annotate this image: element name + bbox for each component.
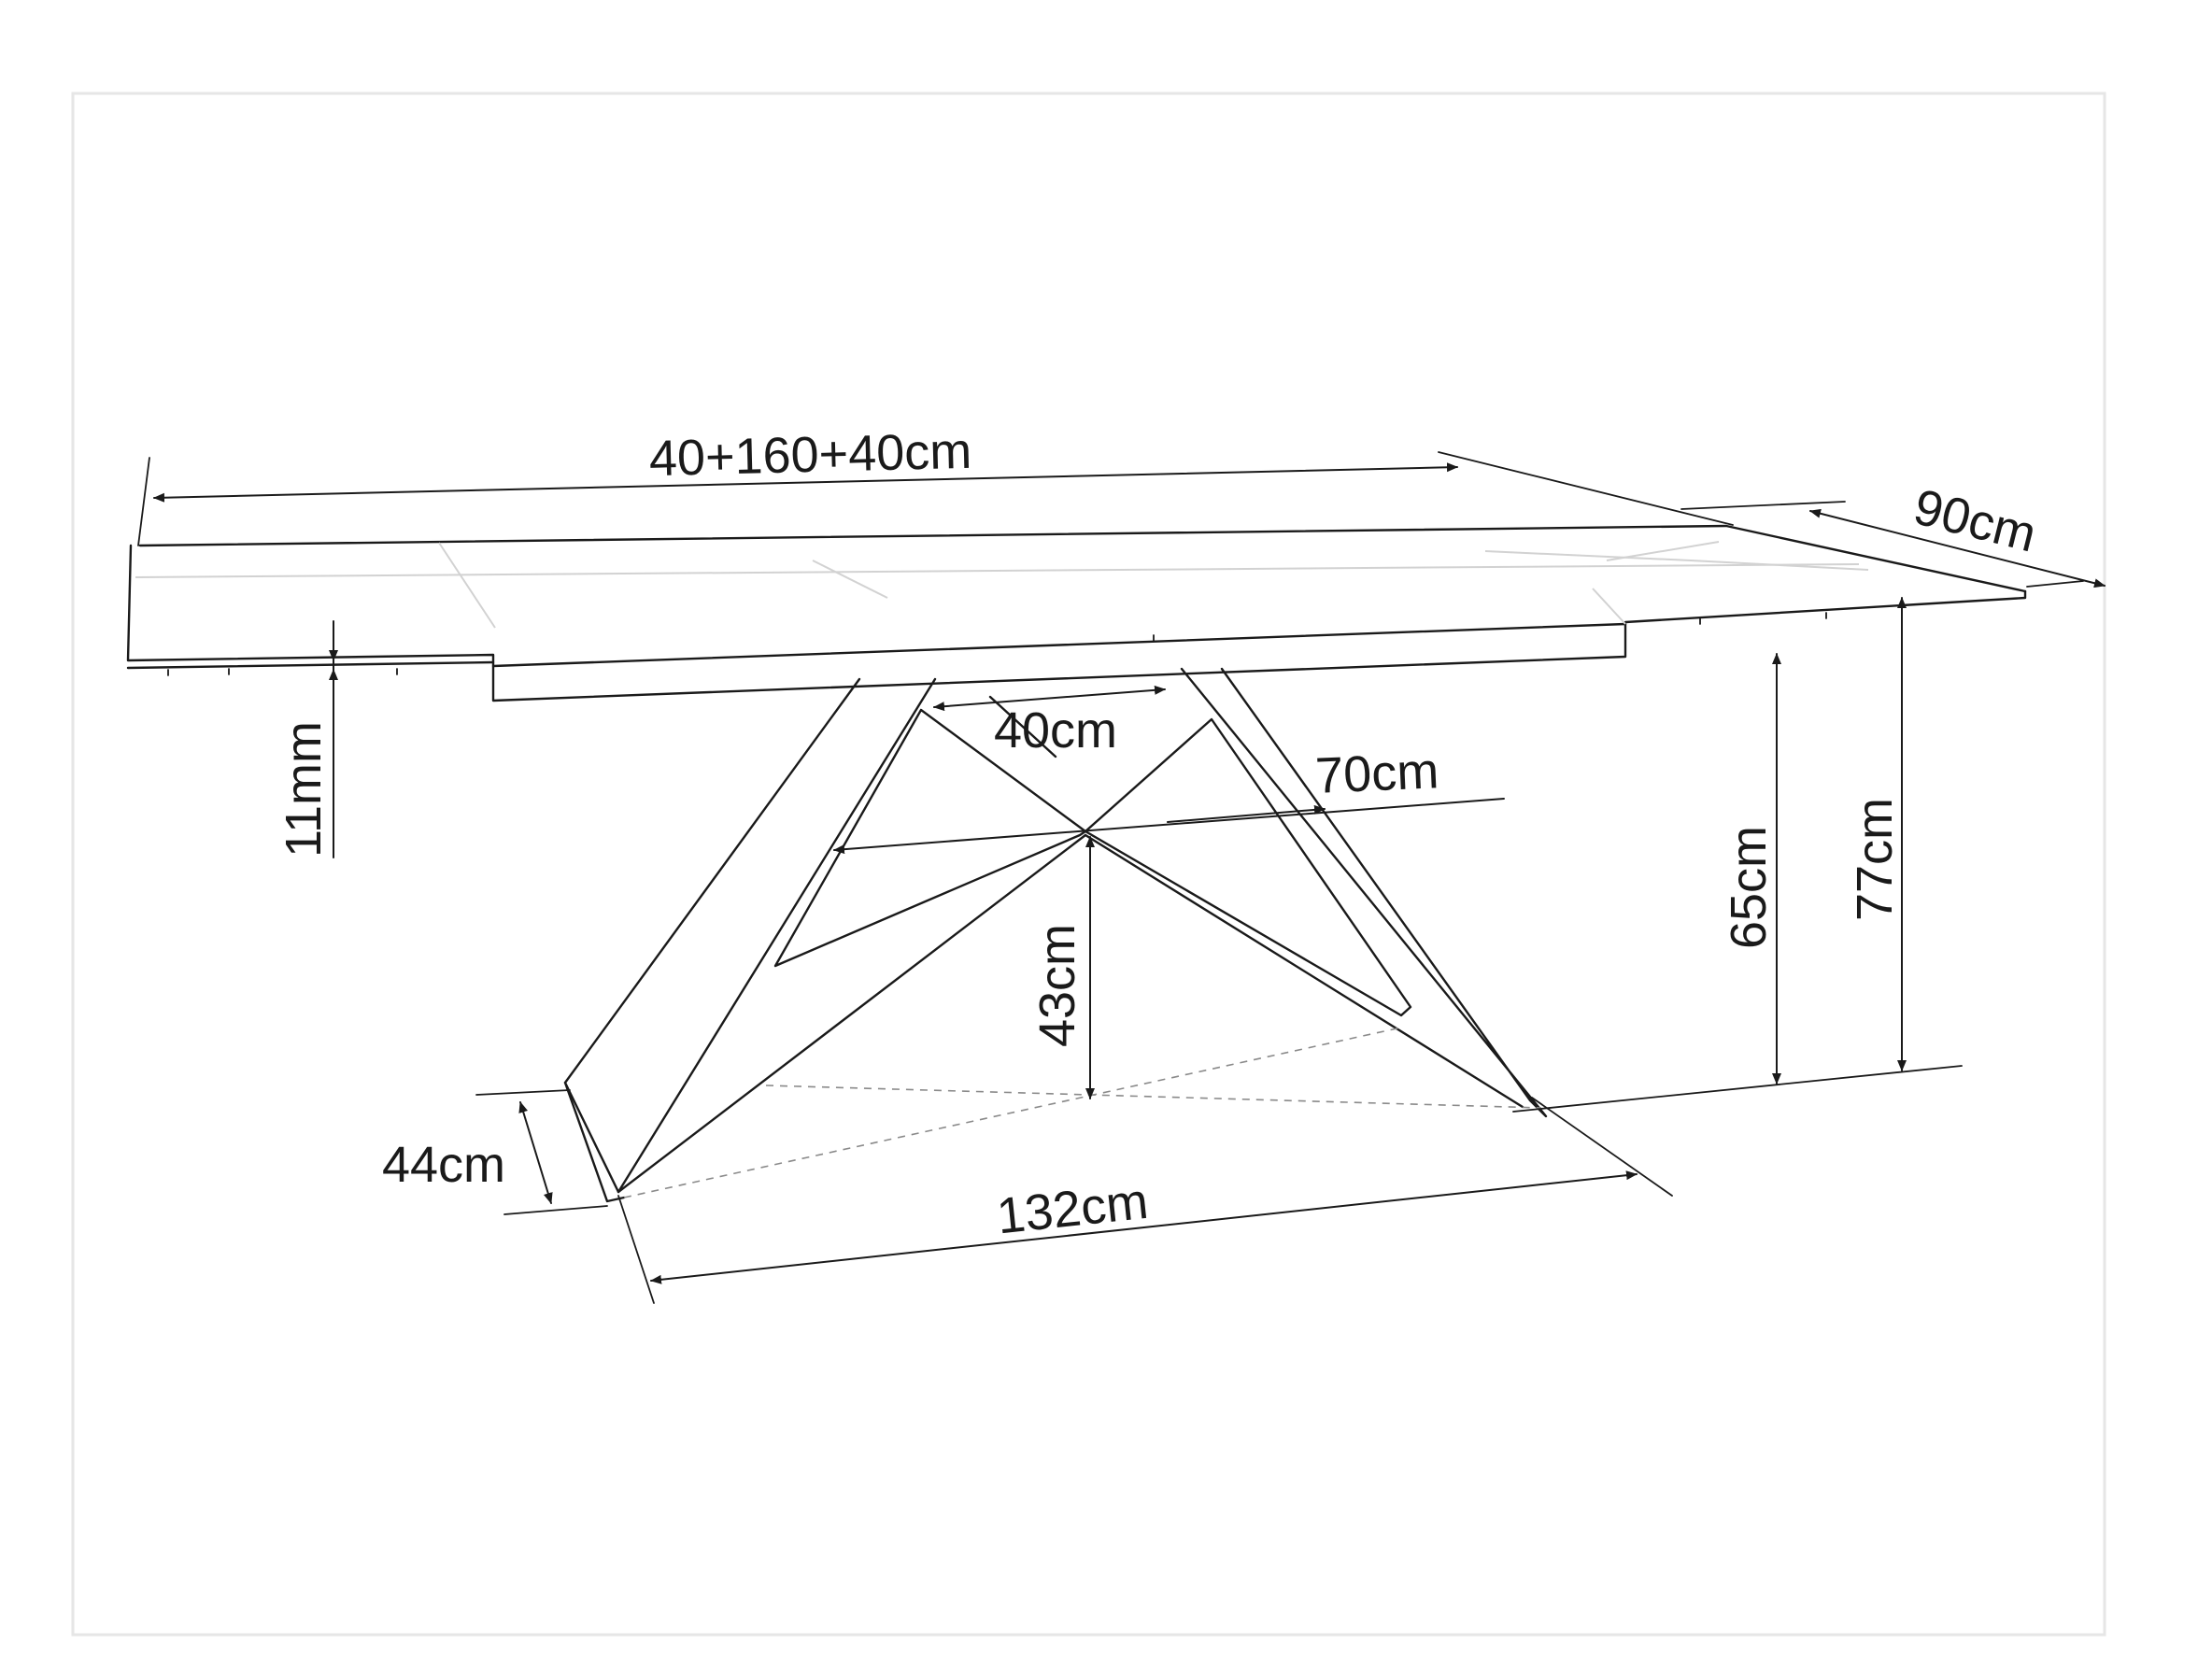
dimension-leg-mid-span: 70cm bbox=[833, 743, 1505, 855]
leg-mid-span-label: 70cm bbox=[1314, 743, 1440, 804]
dimension-total-height: 77cm bbox=[1847, 597, 1907, 1071]
floor-line-left bbox=[475, 1089, 608, 1215]
dimension-crossing-height: 43cm bbox=[1029, 836, 1095, 1099]
total-height-label: 77cm bbox=[1847, 798, 1903, 921]
dimension-foot-depth: 44cm bbox=[382, 1101, 553, 1204]
drawing-frame bbox=[71, 92, 2106, 1637]
length-label: 40+160+40cm bbox=[648, 423, 972, 487]
crossing-height-label: 43cm bbox=[1029, 924, 1085, 1047]
floor-guide bbox=[623, 1027, 1542, 1198]
leg-top-span-label: 40cm bbox=[994, 702, 1117, 759]
dimension-top-thickness: 11mm bbox=[276, 620, 338, 858]
dimension-leg-top-span: 40cm bbox=[933, 685, 1166, 759]
floor-line-right bbox=[1512, 1065, 1963, 1113]
top-thickness-label: 11mm bbox=[276, 721, 332, 858]
underframe-height-label: 65cm bbox=[1721, 826, 1777, 949]
dimension-underframe-height: 65cm bbox=[1721, 653, 1781, 1085]
dimension-length: 40+160+40cm bbox=[137, 423, 1734, 546]
foot-depth-label: 44cm bbox=[382, 1137, 505, 1193]
